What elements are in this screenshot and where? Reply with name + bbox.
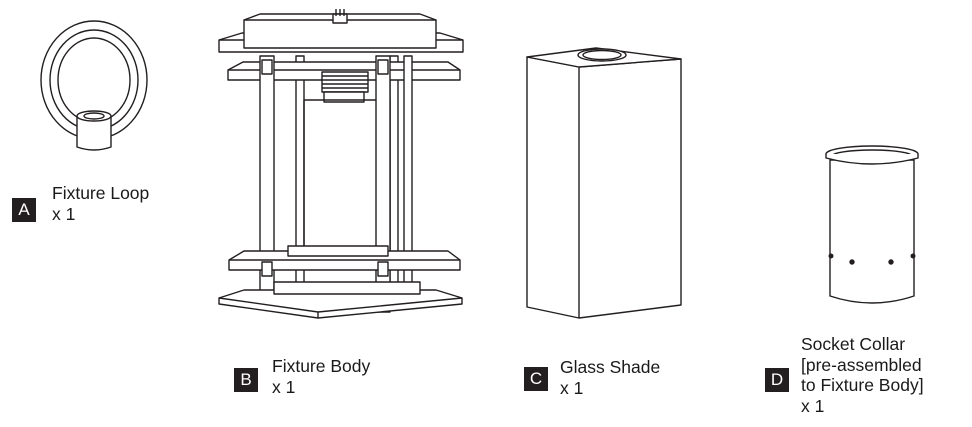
- part-c-label: Glass Shade x 1: [560, 357, 660, 398]
- part-c-badge: C: [524, 367, 548, 391]
- part-a-qty: x 1: [52, 203, 76, 224]
- part-d-name-line-3: to Fixture Body]: [801, 375, 924, 395]
- part-a-label: Fixture Loop x 1: [52, 183, 149, 224]
- part-c-qty: x 1: [560, 377, 584, 398]
- glass-shade-illustration: [526, 47, 682, 319]
- fixture-body-illustration: [218, 9, 464, 319]
- fixture-loop-illustration: [40, 20, 148, 151]
- part-d-name-line-1: Socket Collar: [801, 334, 906, 354]
- part-b-badge: B: [234, 368, 258, 392]
- part-b-qty: x 1: [272, 376, 296, 397]
- part-d-name-line-2: [pre-assembled: [801, 354, 922, 375]
- part-a-badge: A: [12, 198, 36, 222]
- part-b-label: Fixture Body x 1: [272, 356, 370, 397]
- part-d-label: Socket Collar [pre-assembled to Fixture …: [801, 334, 924, 416]
- socket-collar-illustration: [825, 145, 919, 304]
- part-a-name: Fixture Loop: [52, 183, 150, 203]
- part-d-qty: x 1: [801, 395, 825, 416]
- part-b-name: Fixture Body: [272, 356, 371, 376]
- part-c-name: Glass Shade: [560, 357, 661, 377]
- part-d-badge: D: [765, 368, 789, 392]
